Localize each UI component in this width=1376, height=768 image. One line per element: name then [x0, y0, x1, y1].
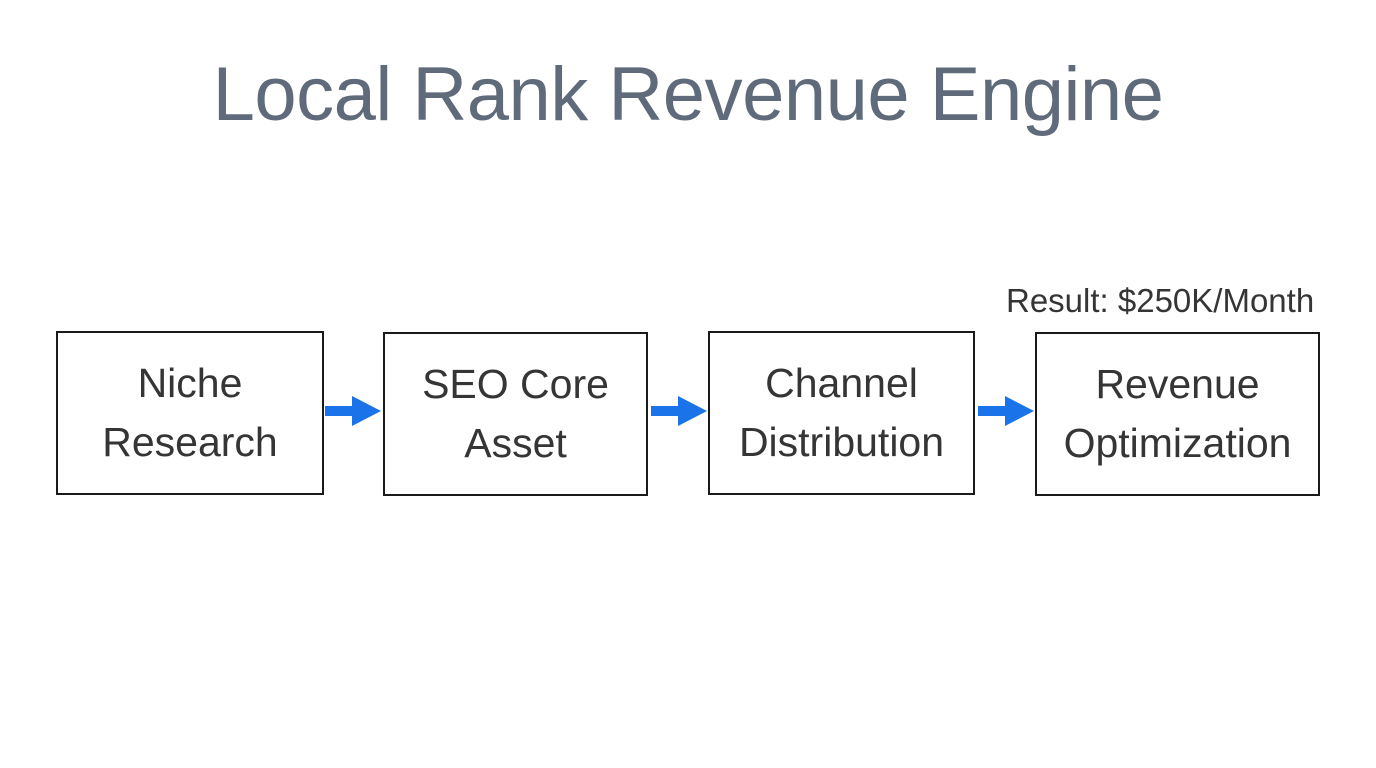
arrow-right-icon: [325, 396, 381, 426]
flow-node-seo-core-asset[interactable]: SEO Core Asset: [383, 332, 648, 496]
flow-node-label: Niche Research: [102, 359, 278, 465]
flow-node-label: Channel Distribution: [738, 359, 945, 465]
arrow-right-icon: [651, 396, 707, 426]
result-annotation: Result: $250K/Month: [1006, 282, 1315, 319]
flow-node-label: SEO Core Asset: [422, 360, 609, 466]
flow-node-niche-research[interactable]: Niche Research: [56, 331, 324, 495]
page-title: Local Rank Revenue Engine: [212, 52, 1164, 137]
flow-node-channel-distribution[interactable]: Channel Distribution: [708, 331, 975, 495]
flow-node-label: Revenue Optimization: [1063, 360, 1292, 466]
arrow-right-icon: [978, 396, 1034, 426]
flow-node-revenue-optimization[interactable]: Revenue Optimization: [1035, 332, 1320, 496]
